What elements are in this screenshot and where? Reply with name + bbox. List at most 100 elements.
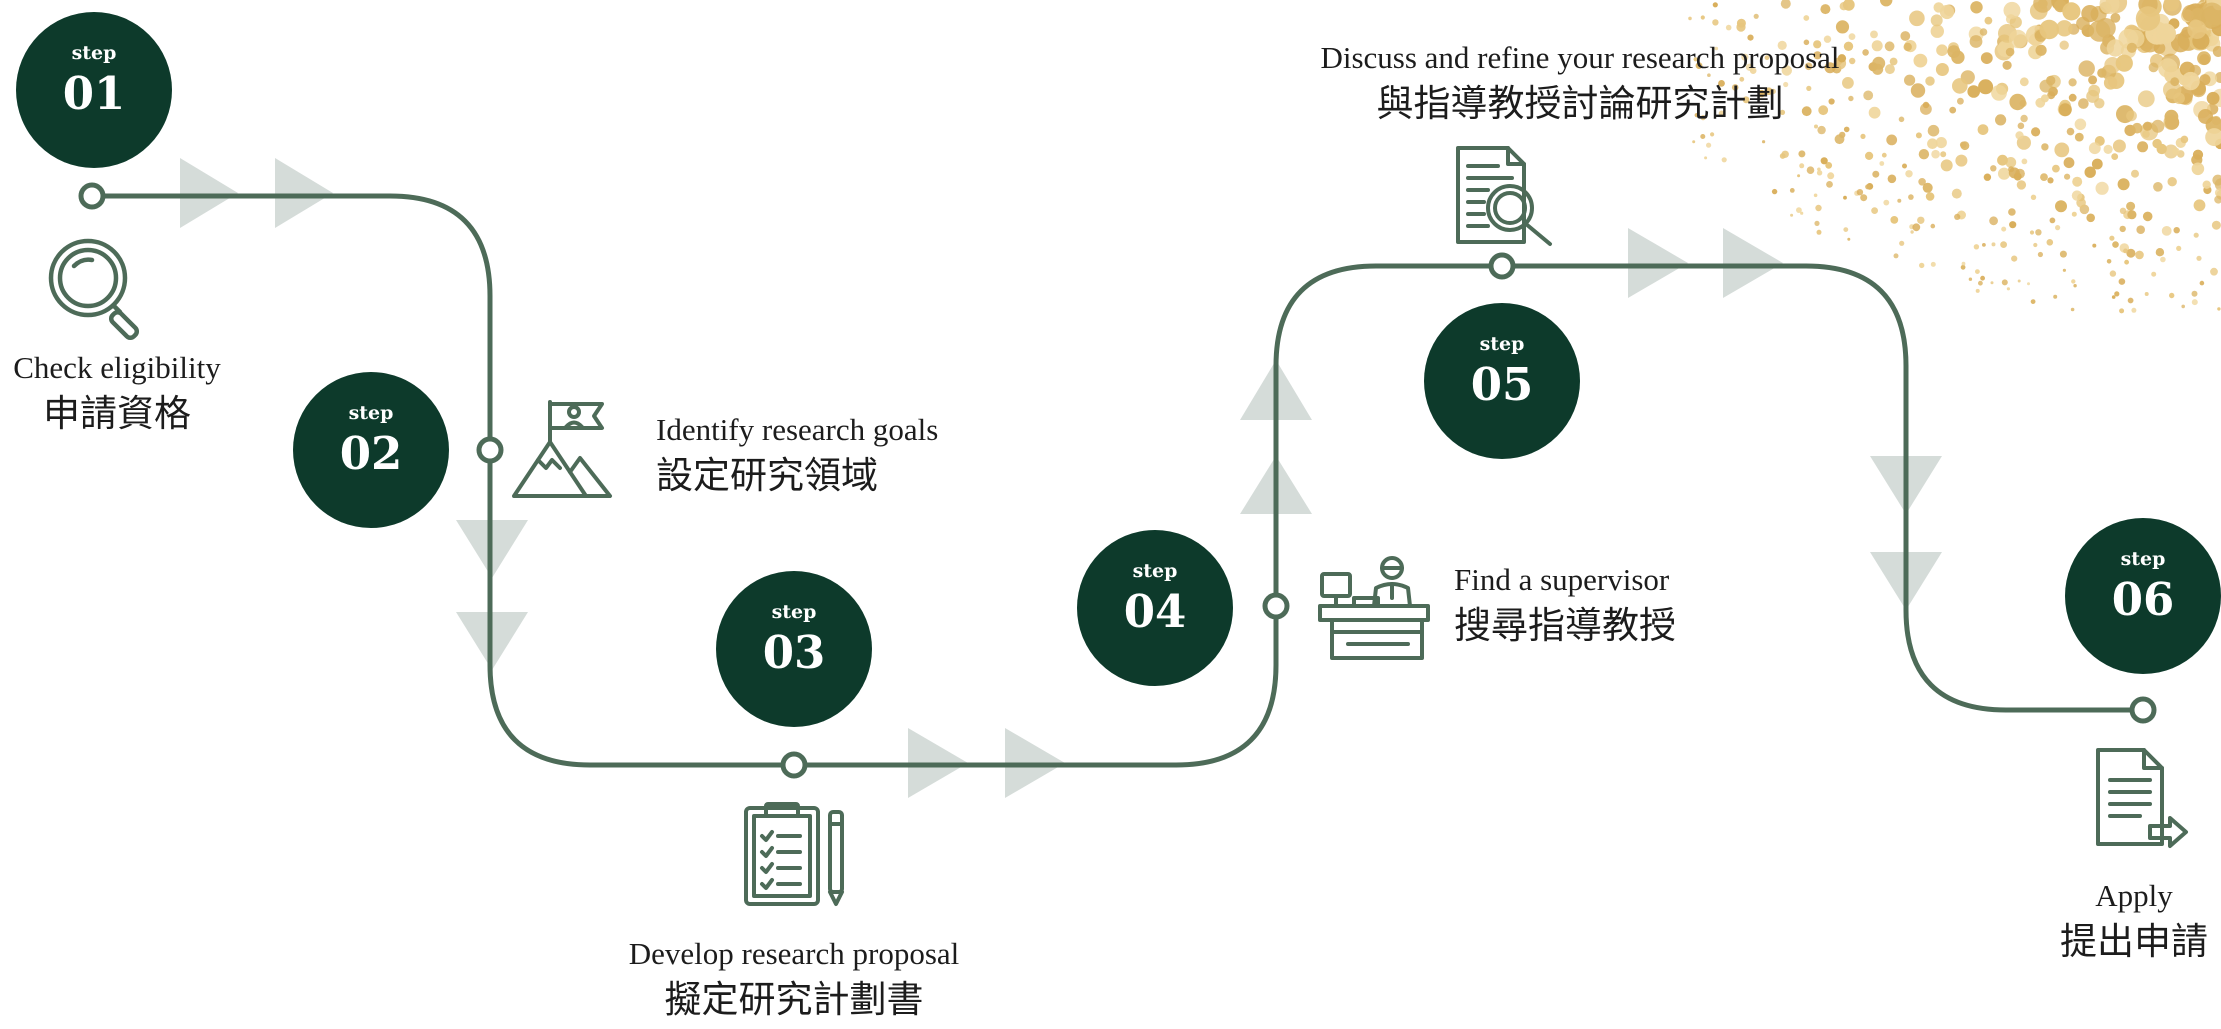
gold-dot bbox=[2001, 279, 2008, 286]
gold-dot bbox=[1753, 13, 1759, 19]
gold-dot bbox=[1913, 53, 1928, 68]
gold-dot bbox=[2167, 177, 2177, 187]
gold-dot bbox=[1935, 137, 1947, 149]
gold-dot bbox=[2063, 157, 2075, 169]
label-chinese: 提出申請 bbox=[2060, 920, 2208, 963]
gold-dot bbox=[1922, 182, 1933, 193]
step-02-circle: step 02 bbox=[293, 372, 449, 528]
gold-dot bbox=[2033, 0, 2053, 13]
gold-dot bbox=[2041, 143, 2049, 151]
gold-dot bbox=[1762, 140, 1766, 144]
step-03-circle: step 03 bbox=[716, 571, 872, 727]
gold-dot bbox=[1860, 194, 1868, 202]
gold-dot bbox=[1843, 227, 1849, 233]
gold-dot bbox=[2066, 127, 2075, 136]
gold-dot bbox=[1990, 281, 1994, 285]
gold-dot bbox=[1912, 223, 1921, 232]
step-word: step bbox=[1479, 333, 1525, 355]
gold-dot bbox=[2156, 143, 2167, 155]
step-word: step bbox=[71, 42, 117, 64]
gold-dot bbox=[1843, 41, 1854, 51]
gold-dot bbox=[1824, 62, 1836, 74]
label-english: Apply bbox=[2095, 878, 2173, 913]
gold-dot bbox=[1870, 30, 1878, 39]
gold-dot bbox=[1887, 174, 1897, 184]
gold-dot bbox=[1960, 264, 1966, 270]
gold-dot bbox=[2214, 188, 2221, 198]
gold-dot bbox=[1991, 85, 2007, 101]
gold-dot bbox=[2119, 207, 2127, 214]
gold-dot bbox=[1710, 132, 1715, 137]
gold-dot bbox=[1712, 2, 1718, 8]
gold-dot bbox=[2002, 60, 2012, 70]
gold-dot bbox=[2191, 290, 2198, 297]
gold-dot bbox=[2052, 164, 2060, 173]
step-word: step bbox=[1132, 560, 1178, 582]
gold-dot bbox=[2088, 20, 2111, 42]
gold-dot bbox=[1820, 157, 1828, 165]
gold-dot bbox=[1747, 34, 1754, 41]
gold-dot bbox=[1806, 166, 1815, 174]
gold-dot bbox=[2151, 119, 2165, 133]
gold-dot bbox=[2029, 230, 2035, 235]
gold-dot bbox=[1825, 162, 1833, 169]
gold-dot bbox=[1856, 189, 1864, 196]
gold-dot bbox=[1771, 188, 1778, 195]
gold-dot bbox=[1848, 33, 1856, 40]
gold-dot bbox=[1813, 193, 1818, 198]
gold-dot bbox=[2115, 54, 2133, 72]
gold-dot bbox=[1872, 170, 1880, 178]
gold-dot bbox=[2009, 221, 2017, 229]
gold-dot bbox=[1884, 64, 1895, 75]
gold-dot bbox=[1954, 213, 1961, 220]
gold-dot bbox=[1818, 105, 1829, 116]
gold-dot bbox=[2020, 114, 2028, 123]
gold-dot bbox=[1843, 126, 1850, 133]
gold-dot bbox=[1725, 24, 1732, 31]
gold-dot bbox=[1995, 114, 2007, 126]
gold-dot bbox=[1871, 207, 1878, 215]
gold-dot bbox=[1969, 35, 1983, 48]
gold-dot bbox=[1936, 44, 1948, 56]
gold-dot bbox=[2109, 235, 2115, 241]
path-node bbox=[2129, 696, 2157, 724]
gold-dot bbox=[1842, 0, 1855, 11]
step-04-circle: step 04 bbox=[1077, 530, 1233, 686]
gold-dot bbox=[2081, 5, 2099, 23]
gold-dot bbox=[1764, 55, 1770, 61]
label-english: Develop research proposal bbox=[628, 936, 960, 971]
gold-dot bbox=[2124, 259, 2130, 265]
gold-dot bbox=[2019, 77, 2029, 87]
gold-dot bbox=[1770, 88, 1776, 95]
gold-dot bbox=[2056, 20, 2073, 37]
gold-dot bbox=[1707, 73, 1711, 77]
gold-dot bbox=[1731, 84, 1739, 91]
gold-dot bbox=[1741, 53, 1749, 61]
mountain-flag-icon bbox=[512, 400, 612, 498]
gold-dot bbox=[2217, 307, 2221, 311]
gold-dot bbox=[1940, 159, 1953, 172]
gold-dot bbox=[1931, 149, 1940, 159]
gold-dot bbox=[2039, 19, 2059, 40]
gold-dot bbox=[2199, 74, 2211, 86]
gold-dot bbox=[1868, 106, 1881, 119]
step-number: 01 bbox=[62, 67, 126, 120]
label-english: Identify research goals bbox=[656, 412, 939, 447]
magnifier-icon bbox=[48, 238, 140, 341]
gold-dot bbox=[2103, 144, 2113, 154]
gold-dot bbox=[2160, 256, 2166, 263]
gold-dot bbox=[1704, 156, 1708, 160]
gold-dot bbox=[2003, 1, 2021, 19]
step-02-label: Identify research goals 設定研究領域 bbox=[656, 410, 938, 502]
gold-dot bbox=[1975, 269, 1980, 274]
gold-dot bbox=[1780, 0, 1791, 9]
gold-dot bbox=[2078, 98, 2089, 109]
gold-dot bbox=[2192, 149, 2204, 160]
gold-dot bbox=[2136, 225, 2145, 234]
gold-dot bbox=[2163, 0, 2180, 12]
gold-dot bbox=[2074, 132, 2084, 142]
gold-dot bbox=[1835, 20, 1850, 34]
gold-dot bbox=[2040, 173, 2048, 182]
arrow-right bbox=[275, 158, 333, 228]
step-number: 03 bbox=[762, 626, 826, 679]
